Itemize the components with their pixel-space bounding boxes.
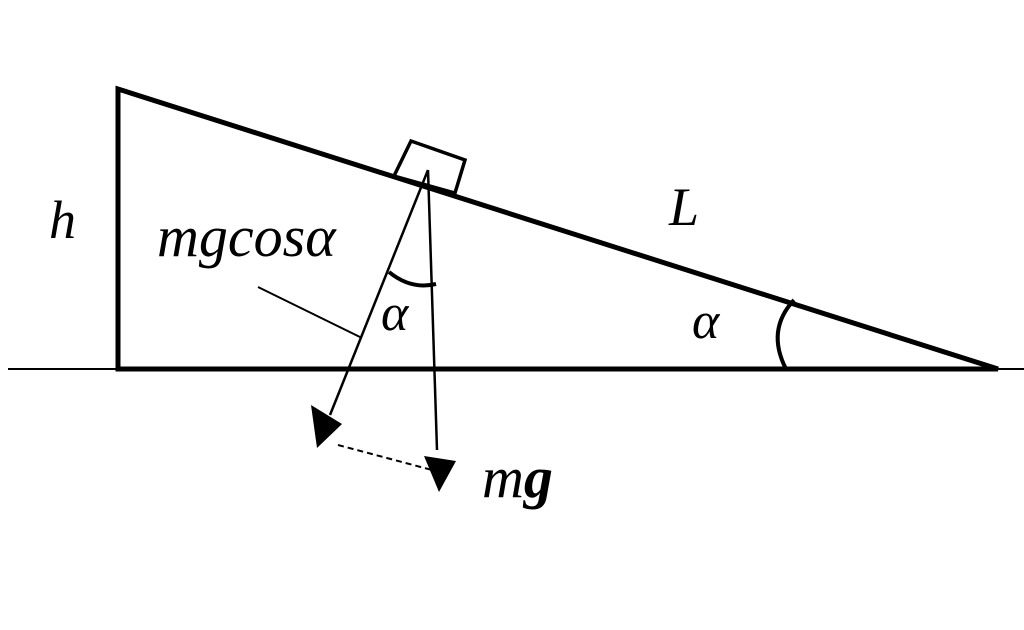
label-leader-line xyxy=(257,286,363,339)
weight-label-m: m xyxy=(482,445,524,510)
angle-label-base: α xyxy=(692,293,721,350)
angle-arc-base xyxy=(775,298,796,370)
normal-component-arrowhead xyxy=(311,405,342,448)
weight-label: mg xyxy=(482,445,553,510)
weight-vector xyxy=(426,169,439,451)
incline-triangle xyxy=(115,85,999,372)
weight-arrowhead xyxy=(424,456,456,492)
normal-force-label: mgcosα xyxy=(157,204,337,269)
projection-dashed-line xyxy=(337,444,433,471)
height-label: h xyxy=(49,190,76,250)
length-label: L xyxy=(668,177,699,237)
angle-label-block: α xyxy=(381,285,410,342)
angle-arc-block xyxy=(387,270,437,288)
normal-component-vector xyxy=(328,169,430,416)
block xyxy=(391,138,468,196)
weight-label-g: g xyxy=(522,445,553,510)
